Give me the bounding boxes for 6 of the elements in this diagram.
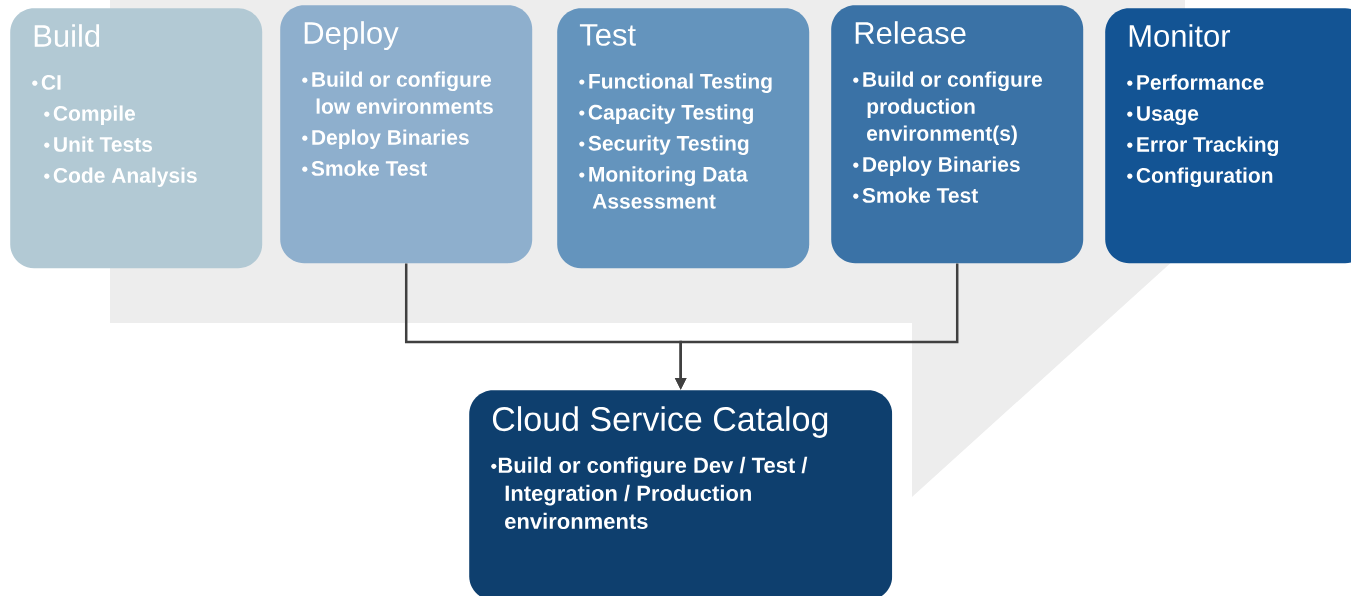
stage-box: Cloud Service Catalog Build or configure Dev / Test / Integration / Production environments	[469, 390, 893, 596]
stage-box: Build CI Compile Unit Tests Code Analysis	[10, 8, 263, 269]
stage-box: Release Build or configure production environment(s) Deploy Binaries Smoke Test	[831, 5, 1084, 264]
stage-box: Monitor Performance Usage Error Tracking Configuration	[1105, 8, 1351, 264]
stage-box: Deploy Build or configure low environments Deploy Binaries Smoke Test	[280, 5, 533, 264]
stage-box: Test Functional Testing Capacity Testing Security Testing Monitoring Data Assessment	[557, 8, 810, 269]
